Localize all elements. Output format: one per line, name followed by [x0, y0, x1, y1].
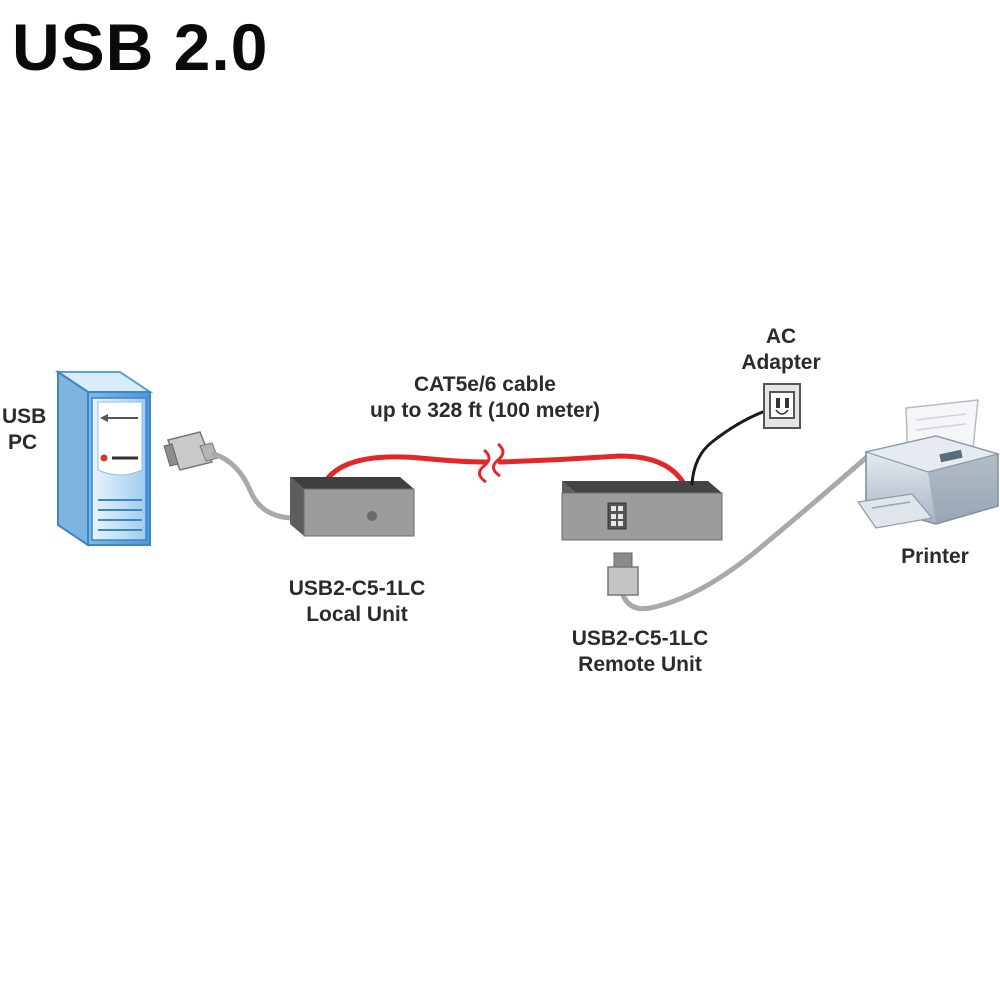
ac-adapter-label-line1: AC [765, 325, 797, 348]
cable-label-line2: up to 328 ft (100 meter) [370, 399, 600, 422]
local-unit-label-line2: Local Unit [306, 603, 408, 626]
remote-unit-label: USB2-C5-1LC Remote Unit [540, 626, 740, 678]
cable-label: CAT5e/6 cable up to 328 ft (100 meter) [340, 372, 630, 424]
power-cord [690, 408, 770, 486]
usb-pc-label: USB PC [2, 404, 46, 456]
cat-cable-left [325, 454, 489, 481]
usb-plug-remote-icon [607, 552, 639, 596]
pc-tower-icon [54, 370, 154, 547]
remote-unit-label-line2: Remote Unit [578, 653, 702, 676]
cat-cable-right [497, 453, 687, 487]
cable-label-line1: CAT5e/6 cable [413, 373, 556, 396]
usb-pc-label-line1: USB [2, 405, 47, 428]
cable-break-icon [478, 442, 505, 484]
printer-label: Printer [880, 544, 990, 570]
usb-pc-label-line2: PC [8, 431, 38, 454]
ac-adapter-label: AC Adapter [722, 324, 840, 376]
remote-unit-label-line1: USB2-C5-1LC [571, 627, 709, 650]
page-title: USB 2.0 [12, 10, 269, 84]
usb-cable-local [211, 451, 375, 521]
local-unit-label: USB2-C5-1LC Local Unit [262, 576, 452, 628]
usb-cable-remote [619, 453, 871, 612]
ac-adapter-icon [763, 383, 801, 429]
printer-label-text: Printer [901, 545, 969, 568]
remote-unit-icon [561, 481, 723, 541]
printer-icon [856, 399, 1000, 529]
ac-adapter-label-line2: Adapter [741, 351, 821, 374]
local-unit-label-line1: USB2-C5-1LC [288, 577, 426, 600]
local-unit-icon [290, 477, 415, 537]
usb-plug-pc-icon [163, 431, 219, 471]
